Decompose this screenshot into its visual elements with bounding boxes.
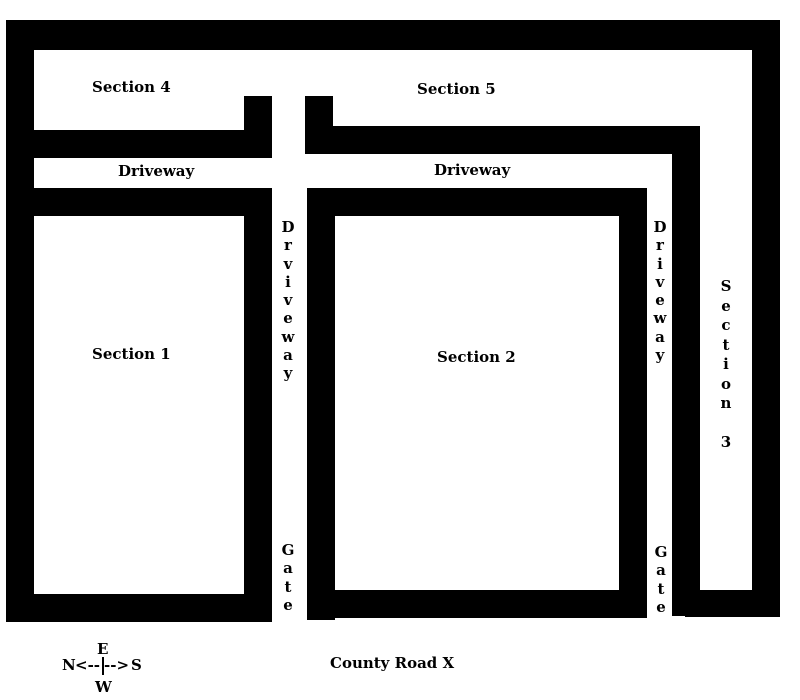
vertical-letter: 3 [720,433,732,451]
vertical-letter: S [720,277,732,295]
section-4-bottom-wall [34,130,272,158]
vertical-letter: a [656,561,666,580]
vertical-letter: e [283,595,293,614]
vertical-letter: i [285,272,291,291]
vertical-letter: D [281,218,295,236]
vertical-letter: D [653,218,667,236]
vertical-letter: r [284,236,292,255]
section-4-right-post [244,96,272,158]
compass-west: W [95,678,112,696]
vertical-letter: e [721,296,731,315]
vertical-letter: a [655,327,665,346]
outer-left-wall [6,36,34,622]
section-3-inner-wall [672,126,700,616]
vertical-letter: n [720,394,732,412]
vertical-letter: v [283,291,293,310]
vertical-letter: e [656,597,666,616]
section-1-top-wall [34,188,272,216]
county-road-label: County Road X [330,654,455,672]
compass-arrow-left: <-- [75,656,101,674]
compass-east: E [97,640,109,658]
section-2-bottom-wall [307,590,647,618]
vertical-letter: e [655,291,665,310]
section-1-right-wall [244,188,272,622]
section-1-label: Section 1 [92,345,171,363]
driveway-top-right-label: Driveway [434,161,511,179]
vertical-letter: G [654,543,668,561]
driveway-top-left-label: Driveway [118,162,195,180]
compass-arrow-right: --> [104,656,130,674]
section-2-label: Section 2 [437,348,516,366]
vertical-letter: o [720,374,731,393]
outer-top-wall [6,20,780,50]
vertical-letter: i [723,355,729,373]
vertical-letter: w [281,327,295,346]
vertical-letter: w [653,309,667,328]
vertical-letter: v [655,272,665,291]
section-3-bottom-wall [685,590,780,617]
section-2-left-wall [307,188,335,620]
vertical-letter: a [283,559,293,578]
vertical-letter: r [656,236,664,255]
section-2-top-wall [307,188,647,216]
vertical-letter: v [283,254,293,273]
vertical-letter: y [283,364,293,383]
section-2-right-wall [619,188,647,618]
section-1-bottom-wall [34,594,272,622]
outer-right-wall [752,20,780,617]
vertical-letter: e [283,309,293,328]
vertical-letter: G [281,541,295,559]
vertical-letter: t [722,335,730,354]
section-4-label: Section 4 [92,78,171,96]
vertical-letter: c [721,316,731,334]
vertical-letter: y [655,346,665,365]
vertical-letter: i [657,254,663,273]
compass-north: N [62,656,76,674]
compass-vertical-bar [102,657,104,675]
section-5-bottom-wall [305,126,700,154]
vertical-letter: a [283,346,293,365]
vertical-letter: t [657,579,665,598]
vertical-letter [723,414,728,434]
section-5-label: Section 5 [417,80,496,98]
vertical-letter: t [284,577,292,596]
compass-south: S [131,656,142,674]
